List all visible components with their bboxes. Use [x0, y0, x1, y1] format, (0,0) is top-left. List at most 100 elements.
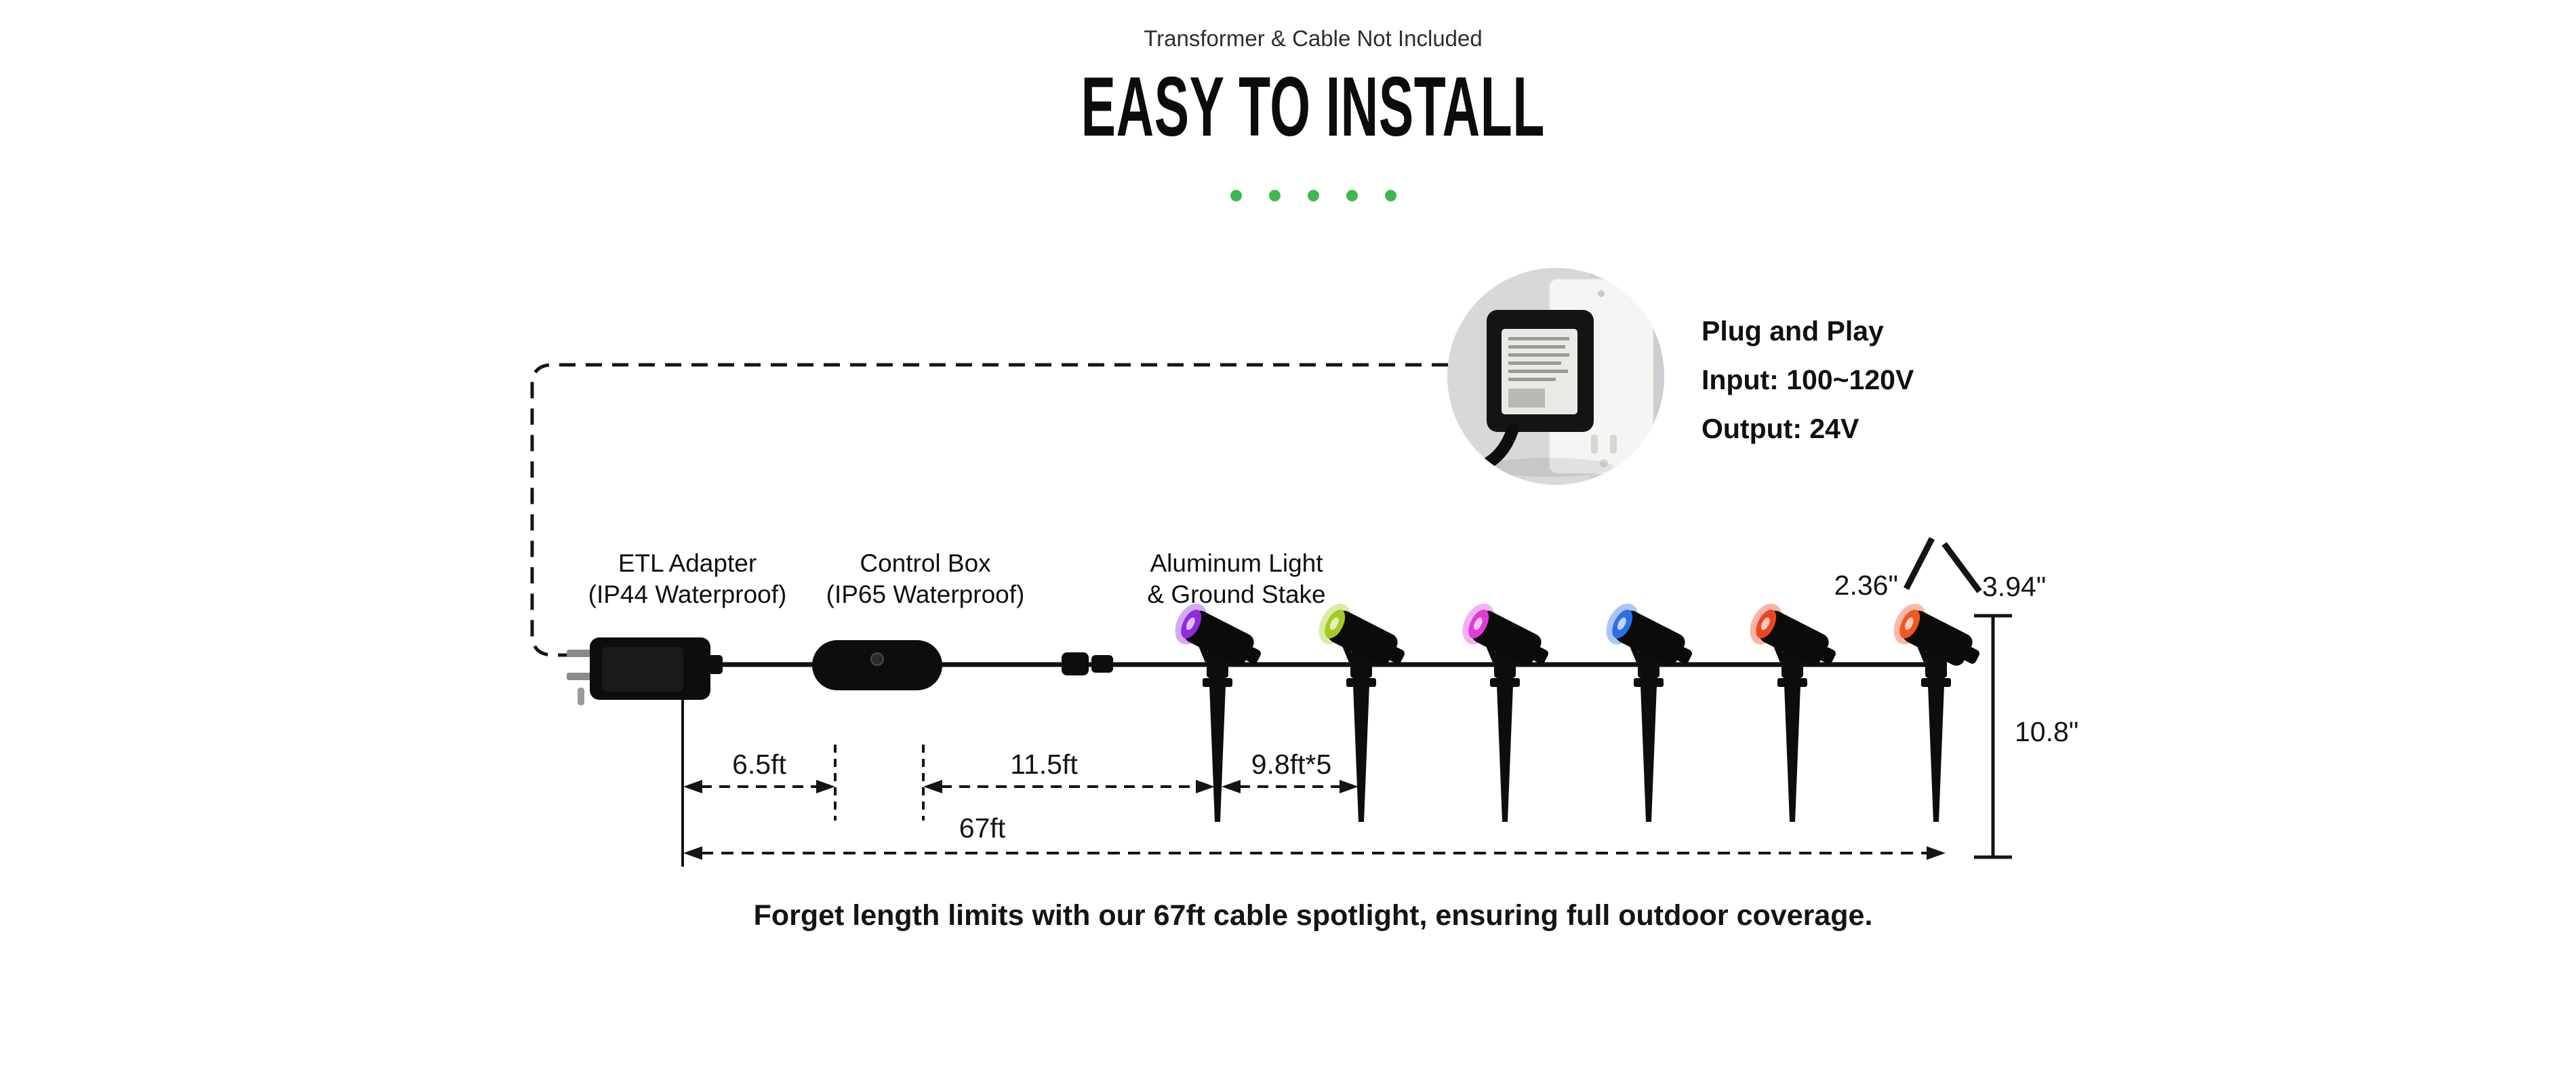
- lens-hotspot: [1760, 617, 1770, 630]
- spotlight-6: [1893, 604, 1979, 822]
- adapter-shadow: [1485, 458, 1613, 477]
- green-dot: [1230, 190, 1242, 201]
- spotlight-head: [1462, 604, 1548, 666]
- label-line: [1508, 353, 1569, 357]
- measure-6-5ft-arrow: [683, 780, 835, 793]
- outlet-slot-right: [1610, 435, 1617, 454]
- control-box-button: [870, 652, 884, 666]
- spotlight-rear-gland: [1245, 647, 1261, 664]
- spotlight-4-stake: [1641, 685, 1657, 822]
- control-box-label-line1: Control Box: [860, 549, 991, 577]
- cable-connector: [1062, 652, 1113, 675]
- measure-11-5ft-arrow: [923, 780, 1215, 793]
- label-line: [1508, 337, 1569, 340]
- adapter-face: [602, 647, 683, 692]
- lens-diameter-tick: [1903, 536, 1935, 591]
- divider-dots: [1230, 190, 1396, 201]
- light-spacing-label: 9.8ft*5: [1251, 749, 1332, 780]
- outlet-screw: [1598, 290, 1605, 297]
- control-box-label-line2: (IP65 Waterproof): [826, 580, 1025, 608]
- box-to-first-light-label: 11.5ft: [1010, 749, 1078, 780]
- total-length-label: 67ft: [959, 812, 1006, 844]
- stake-height-measure: [1974, 614, 2012, 859]
- arrowhead-left: [1222, 780, 1241, 793]
- stake-crossbar: [1346, 678, 1376, 687]
- spotlight-1: [1175, 604, 1261, 822]
- spotlight-6-stake: [1928, 685, 1944, 822]
- stake-crossbar: [1490, 678, 1520, 687]
- spotlight-5: [1750, 604, 1836, 822]
- spotlight-body: [1758, 610, 1829, 666]
- spotlight-body: [1902, 610, 1973, 666]
- label-line: [1508, 345, 1565, 349]
- plug-photo-circle: [1447, 268, 1664, 485]
- green-dot: [1346, 190, 1358, 201]
- spotlight-6-lens: [1899, 610, 1920, 639]
- green-dot: [1384, 190, 1396, 201]
- spotlight-head: [1606, 604, 1692, 666]
- stake-height-label: 10.8": [2015, 716, 2079, 747]
- label-line: [1508, 361, 1561, 365]
- adapter-prong: [567, 650, 592, 657]
- label-line: [1508, 378, 1556, 381]
- control-box: [812, 640, 942, 690]
- arrowhead-right: [1927, 846, 1946, 860]
- adapter-prong: [567, 673, 592, 680]
- adapter-cable-nub: [708, 655, 723, 674]
- outlet-slot-left: [1591, 435, 1598, 454]
- light-label-line2: & Ground Stake: [1147, 580, 1326, 608]
- stake-crossbar: [1777, 678, 1807, 687]
- spotlight-3-stake: [1497, 685, 1513, 822]
- spotlight-head: [1893, 604, 1979, 666]
- plug-callout: Plug and Play Input: 100~120V Output: 24…: [1702, 307, 1914, 453]
- connector-half: [1062, 652, 1089, 675]
- spotlight-rear-gland: [1532, 647, 1548, 664]
- spotlight-5-stake: [1784, 685, 1800, 822]
- arrowhead-left: [683, 846, 702, 860]
- arrowhead-left: [923, 780, 942, 793]
- spotlight-body: [1184, 610, 1254, 666]
- spotlight-3: [1462, 604, 1548, 822]
- stake-crossbar: [1921, 678, 1951, 687]
- spotlight-rear-gland: [1963, 647, 1979, 664]
- spotlight-rear-gland: [1819, 647, 1836, 664]
- spotlight-1-stake: [1209, 685, 1226, 822]
- lens-hotspot: [1329, 617, 1339, 630]
- spotlight-2-stake: [1353, 685, 1369, 822]
- spotlight-rear-gland: [1676, 647, 1692, 664]
- measure-9-8ft-arrow: [1222, 780, 1359, 793]
- measure-67ft-arrow: [683, 846, 1946, 860]
- power-feed-dashed-line: [530, 363, 1448, 657]
- spotlight-head: [1319, 604, 1405, 666]
- page-title: EASY TO INSTALL: [1081, 60, 1546, 154]
- head-length-label: 3.94": [1982, 571, 2047, 602]
- adapter-ground-pin: [578, 688, 584, 705]
- callout-title: Plug and Play: [1702, 315, 1884, 347]
- arrowhead-right: [1340, 780, 1359, 793]
- callout-output: Output: 24V: [1702, 413, 1859, 444]
- stake-crossbar: [1634, 678, 1664, 687]
- adapter-label-text: ETL Adapter (IP44 Waterproof): [588, 548, 787, 610]
- lens-hotspot: [1904, 617, 1914, 630]
- plug-photo-illustration: [1447, 268, 1664, 485]
- arrowhead-right: [816, 780, 835, 793]
- adapter-label-line1: ETL Adapter: [618, 549, 757, 577]
- arrowhead-left: [683, 780, 702, 793]
- spotlight-head: [1750, 604, 1836, 666]
- control-box-label-text: Control Box (IP65 Waterproof): [826, 548, 1025, 610]
- top-note: Transformer & Cable Not Included: [1144, 26, 1483, 51]
- label-line: [1508, 370, 1568, 373]
- outlet-ground-hole: [1600, 459, 1608, 467]
- light-label-line1: Aluminum Light: [1150, 549, 1323, 577]
- stake-crossbar: [1203, 678, 1232, 687]
- arrowhead-right: [1196, 780, 1215, 793]
- adapter-to-box-label: 6.5ft: [732, 749, 786, 780]
- label-barcode: [1508, 389, 1545, 408]
- spotlight-2: [1319, 604, 1405, 822]
- callout-input: Input: 100~120V: [1702, 364, 1914, 395]
- green-dot: [1307, 190, 1319, 201]
- spotlight-body: [1327, 610, 1398, 666]
- spotlight-head: [1175, 604, 1261, 666]
- lens-hotspot: [1473, 617, 1483, 630]
